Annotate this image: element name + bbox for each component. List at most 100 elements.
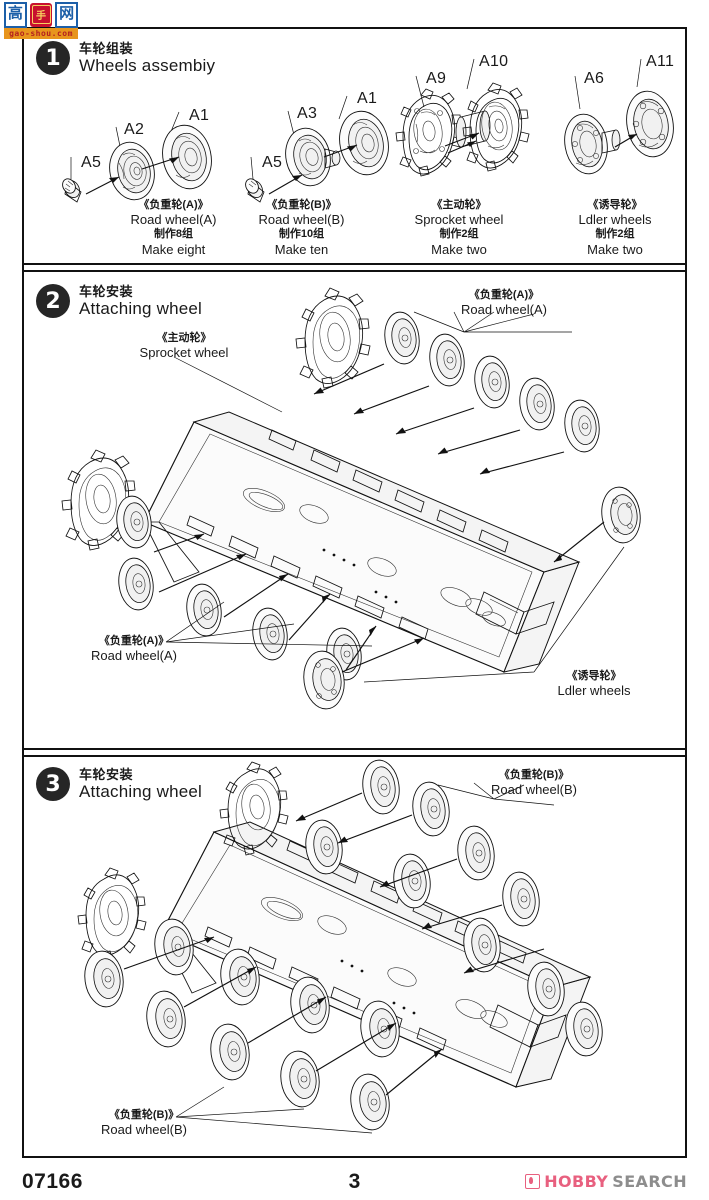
hobby-search-brand: HOBBY SEARCH xyxy=(525,1172,687,1191)
caption-road-wheel-a: 《负重轮(A)》 Road wheel(A) 制作8组 Make eight xyxy=(96,199,251,258)
caption-qty-cn: 制作10组 xyxy=(278,228,325,241)
step-2-header: 2 车轮安装 Attaching wheel xyxy=(36,284,202,319)
brand-secondary-text: SEARCH xyxy=(612,1172,687,1191)
roadwheel-b-assembly-drawing xyxy=(245,95,389,203)
part-label-a3: A3 xyxy=(297,105,318,122)
step-3-title-cn: 车轮安装 xyxy=(79,767,134,782)
roadwheel-a-assembly-drawing xyxy=(62,111,212,203)
instruction-frame: 1 车轮组装 Wheels assembiy xyxy=(22,27,687,1158)
kit-number: 07166 xyxy=(22,1170,83,1193)
callout-leader-lines xyxy=(175,782,555,1134)
logo-char-wang: 网 xyxy=(55,1,78,28)
step-1-title-cn: 车轮组装 xyxy=(79,41,134,56)
step-2-title-en: Attaching wheel xyxy=(79,299,203,318)
step-1-panel: 1 车轮组装 Wheels assembiy xyxy=(24,29,685,265)
sprocket-wheel-assembly-drawing xyxy=(395,58,530,177)
part-label-a1-2: A1 xyxy=(357,90,378,107)
step-2-panel: 2 车轮安装 Attaching wheel xyxy=(24,270,685,750)
caption-qty-en: Make ten xyxy=(274,241,329,257)
logo-characters: 高 手 网 xyxy=(4,1,78,28)
assembly-arrows xyxy=(123,792,545,1096)
callout-en: Road wheel(A) xyxy=(91,648,177,664)
road-wheels-right-row xyxy=(384,311,600,453)
hobby-search-mark-icon xyxy=(525,1174,541,1189)
caption-cn: 《负重轮(B)》 xyxy=(266,199,337,211)
callout-road-wheel-a-bottom: 《负重轮(A)》 Road wheel(A) xyxy=(54,635,214,664)
part-label-a2: A2 xyxy=(124,121,145,138)
road-wheels-right-row xyxy=(305,759,603,1057)
sprocket-wheel-mounted-top xyxy=(219,761,289,856)
step-3-number: 3 xyxy=(36,767,70,801)
logo-seal-icon: 手 xyxy=(29,2,53,27)
caption-en: Road wheel(B) xyxy=(258,212,345,228)
callout-leader-lines xyxy=(165,311,625,683)
part-label-a9: A9 xyxy=(426,70,447,87)
caption-cn: 《负重轮(A)》 xyxy=(138,199,209,211)
callout-cn: 《负重轮(A)》 xyxy=(98,635,170,647)
caption-qty-cn: 制作8组 xyxy=(153,228,194,241)
part-label-a6: A6 xyxy=(584,70,605,87)
logo-domain: gao-shou.com xyxy=(4,28,78,39)
brand-primary-text: HOBBY xyxy=(544,1172,609,1191)
callout-sprocket-wheel: 《主动轮》 Sprocket wheel xyxy=(114,332,254,361)
part-label-a5-2: A5 xyxy=(262,154,283,171)
sprocket-wheel-mounted-left xyxy=(77,867,147,962)
step-1-title-en: Wheels assembiy xyxy=(79,56,216,75)
caption-qty-en: Make two xyxy=(587,241,643,257)
idler-wheel-mounted-right xyxy=(601,486,641,544)
callout-idler-wheel: 《诱导轮》 Ldler wheels xyxy=(519,670,669,699)
callout-en: Sprocket wheel xyxy=(139,345,229,361)
caption-qty-cn: 制作2组 xyxy=(439,228,479,241)
step-3-panel: 3 车轮安装 Attaching wheel xyxy=(24,755,685,1156)
caption-en: Sprocket wheel xyxy=(414,212,504,228)
caption-road-wheel-b: 《负重轮(B)》 Road wheel(B) 制作10组 Make ten xyxy=(224,199,379,258)
step-3-header: 3 车轮安装 Attaching wheel xyxy=(36,767,202,802)
sprocket-wheel-mounted-top xyxy=(295,287,371,389)
callout-en: Road wheel(B) xyxy=(101,1122,187,1138)
step-3-hull-diagram xyxy=(77,759,603,1134)
tank-hull-drawing xyxy=(143,411,581,673)
step-1-exploded-diagram xyxy=(62,58,674,203)
step-2-number: 2 xyxy=(36,284,70,318)
caption-qty-en: Make two xyxy=(431,241,487,257)
callout-cn: 《诱导轮》 xyxy=(566,670,622,682)
step-1-header: 1 车轮组装 Wheels assembiy xyxy=(36,41,215,76)
part-label-a1-1: A1 xyxy=(189,107,210,124)
callout-road-wheel-a-top: 《负重轮(A)》 Road wheel(A) xyxy=(424,289,584,318)
sprocket-wheel-mounted-left xyxy=(61,449,137,551)
caption-cn: 《诱导轮》 xyxy=(587,199,643,211)
callout-en: Road wheel(A) xyxy=(461,302,547,318)
callout-cn: 《负重轮(A)》 xyxy=(468,289,540,301)
idler-wheel-assembly-drawing xyxy=(564,58,674,175)
part-label-a11: A11 xyxy=(646,53,675,70)
logo-char-shou: 手 xyxy=(31,5,51,24)
callout-cn: 《负重轮(B)》 xyxy=(108,1109,180,1121)
step-2-title-cn: 车轮安装 xyxy=(79,284,134,299)
callout-en: Ldler wheels xyxy=(557,683,631,699)
page-footer: 07166 3 HOBBY SEARCH xyxy=(0,1160,709,1200)
part-label-a10: A10 xyxy=(479,53,509,70)
caption-qty-en: Make eight xyxy=(141,241,206,257)
callout-cn: 《负重轮(B)》 xyxy=(498,769,570,781)
part-label-a5-1: A5 xyxy=(81,154,102,171)
step-3-title-en: Attaching wheel xyxy=(79,782,203,801)
idler-wheel-mounted-lower xyxy=(303,650,345,710)
caption-qty-cn: 制作2组 xyxy=(595,228,635,241)
callout-en: Road wheel(B) xyxy=(491,782,577,798)
caption-en: Ldler wheels xyxy=(578,212,652,228)
suspension-arms-upper xyxy=(268,429,509,553)
caption-en: Road wheel(A) xyxy=(130,212,217,228)
assembly-arrows xyxy=(153,363,605,673)
gaoshou-watermark-logo: 高 手 网 gao-shou.com xyxy=(4,1,78,40)
caption-idler-wheel: 《诱导轮》 Ldler wheels 制作2组 Make two xyxy=(540,199,690,258)
callout-road-wheel-b-top: 《负重轮(B)》 Road wheel(B) xyxy=(454,769,614,798)
road-wheels-left-row xyxy=(84,918,400,1131)
caption-sprocket-wheel: 《主动轮》 Sprocket wheel 制作2组 Make two xyxy=(379,199,539,258)
step-2-hull-diagram xyxy=(61,287,641,710)
logo-char-gao: 高 xyxy=(4,1,27,28)
page-number: 3 xyxy=(348,1170,361,1193)
step-1-number: 1 xyxy=(36,41,70,75)
callout-road-wheel-b-bottom: 《负重轮(B)》 Road wheel(B) xyxy=(64,1109,224,1138)
caption-cn: 《主动轮》 xyxy=(431,199,487,211)
